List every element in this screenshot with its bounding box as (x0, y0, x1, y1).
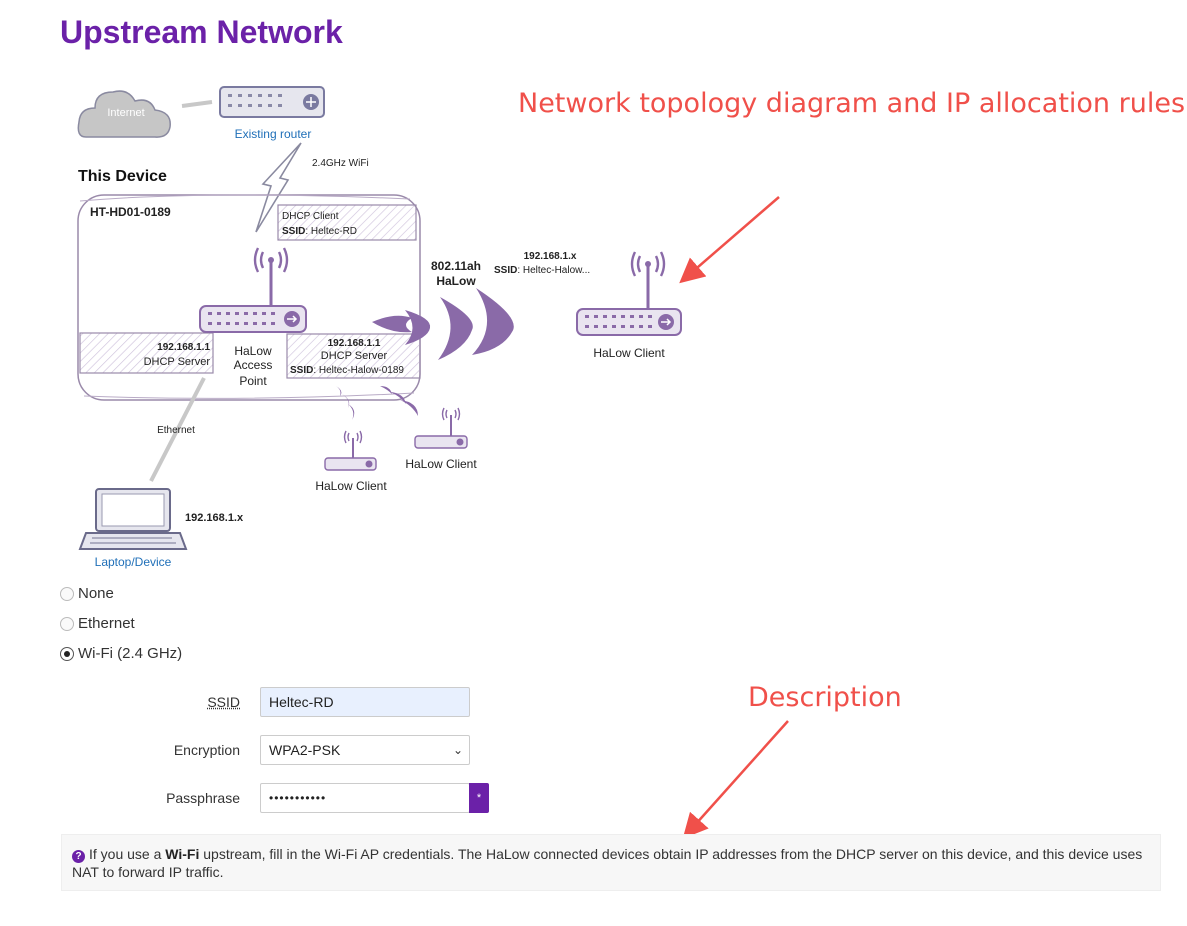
wifi-link-icon (255, 142, 302, 233)
option-none-label: None (78, 585, 114, 602)
halow-client-label-right: HaLow Client (593, 346, 665, 360)
halow-client-ip: 192.168.1.x (524, 251, 577, 262)
description-bold: Wi-Fi (165, 846, 200, 862)
option-wifi[interactable]: Wi-Fi (2.4 GHz) (60, 645, 182, 662)
page-title: Upstream Network (60, 14, 343, 50)
internet-cloud-icon: Internet (77, 90, 171, 138)
annotation-arrow-description (682, 720, 789, 839)
halow-ap-label-1: HaLow (234, 344, 272, 358)
svg-text:SSID: Heltec-RD: SSID: Heltec-RD (282, 226, 357, 237)
halow-client-small-icon-2 (414, 407, 468, 449)
halow-wave-icon (372, 288, 514, 360)
device-id: HT-HD01-0189 (90, 205, 171, 219)
svg-text:SSID: Heltec-Halow-0189: SSID: Heltec-Halow-0189 (290, 365, 404, 376)
internet-label: Internet (107, 107, 144, 119)
this-device-label: This Device (78, 168, 167, 185)
ssid-input[interactable]: Heltec-RD (260, 687, 470, 717)
halow-ap-label-3: Point (239, 374, 267, 388)
laptop-ip: 192.168.1.x (185, 512, 244, 524)
svg-text:SSID: Heltec-Halow...: SSID: Heltec-Halow... (494, 265, 590, 276)
ssid-label: SSID (207, 694, 240, 710)
halow-ap-label-2: Access (234, 358, 273, 372)
halow-dhcp-label: DHCP Server (321, 350, 388, 362)
halow-band-label-2: HaLow (436, 274, 476, 288)
halow-access-point-icon (199, 247, 307, 333)
encryption-label: Encryption (173, 742, 240, 758)
dhcp-client-box (277, 204, 417, 241)
description-box: ? If you use a Wi-Fi upstream, fill in th… (61, 834, 1161, 891)
radio-none[interactable] (60, 586, 74, 601)
halow-dhcp-box (286, 333, 421, 379)
dhcp-client-label: DHCP Client (282, 211, 339, 222)
halow-client-label-2: HaLow Client (405, 457, 477, 471)
description-pre: If you use a (89, 846, 166, 862)
option-none[interactable]: None (60, 585, 114, 602)
option-ethernet[interactable]: Ethernet (60, 615, 135, 632)
annotation-arrow-topology (679, 196, 780, 284)
help-icon: ? (72, 850, 85, 863)
option-wifi-label: Wi-Fi (2.4 GHz) (78, 645, 183, 662)
laptop-label: Laptop/Device (95, 555, 172, 569)
halow-client-small-icon (324, 430, 377, 471)
annotation-description: Description (748, 682, 902, 713)
description-post: upstream, fill in the Wi-Fi AP credentia… (72, 846, 1143, 880)
chevron-down-icon: ⌄ (452, 743, 463, 757)
halow-band-label-1: 802.11ah (431, 259, 481, 273)
passphrase-input[interactable]: ••••••••••• (260, 783, 470, 813)
halow-small-wave-icon (336, 386, 418, 420)
lan-dhcp-box (79, 332, 214, 374)
existing-router-label: Existing router (235, 127, 312, 141)
radio-wifi[interactable] (60, 646, 74, 661)
lan-ip: 192.168.1.1 (157, 342, 210, 353)
reveal-password-button[interactable]: * (469, 783, 489, 813)
annotation-topology: Network topology diagram and IP allocati… (518, 88, 1186, 119)
halow-client-label-1: HaLow Client (315, 479, 387, 493)
halow-client-router-icon (576, 251, 682, 336)
internet-router-link (181, 100, 213, 108)
existing-router-icon (219, 86, 325, 118)
laptop-icon (78, 488, 188, 550)
option-ethernet-label: Ethernet (78, 615, 135, 632)
passphrase-label: Passphrase (166, 790, 240, 806)
lan-dhcp-label: DHCP Server (144, 356, 211, 368)
ethernet-link (149, 377, 206, 482)
radio-ethernet[interactable] (60, 616, 74, 631)
halow-ip: 192.168.1.1 (328, 338, 381, 349)
wifi-band-label: 2.4GHz WiFi (312, 158, 369, 169)
ethernet-label: Ethernet (157, 425, 195, 436)
encryption-select[interactable]: WPA2-PSK ⌄ (260, 735, 470, 765)
encryption-value: WPA2-PSK (269, 742, 341, 758)
